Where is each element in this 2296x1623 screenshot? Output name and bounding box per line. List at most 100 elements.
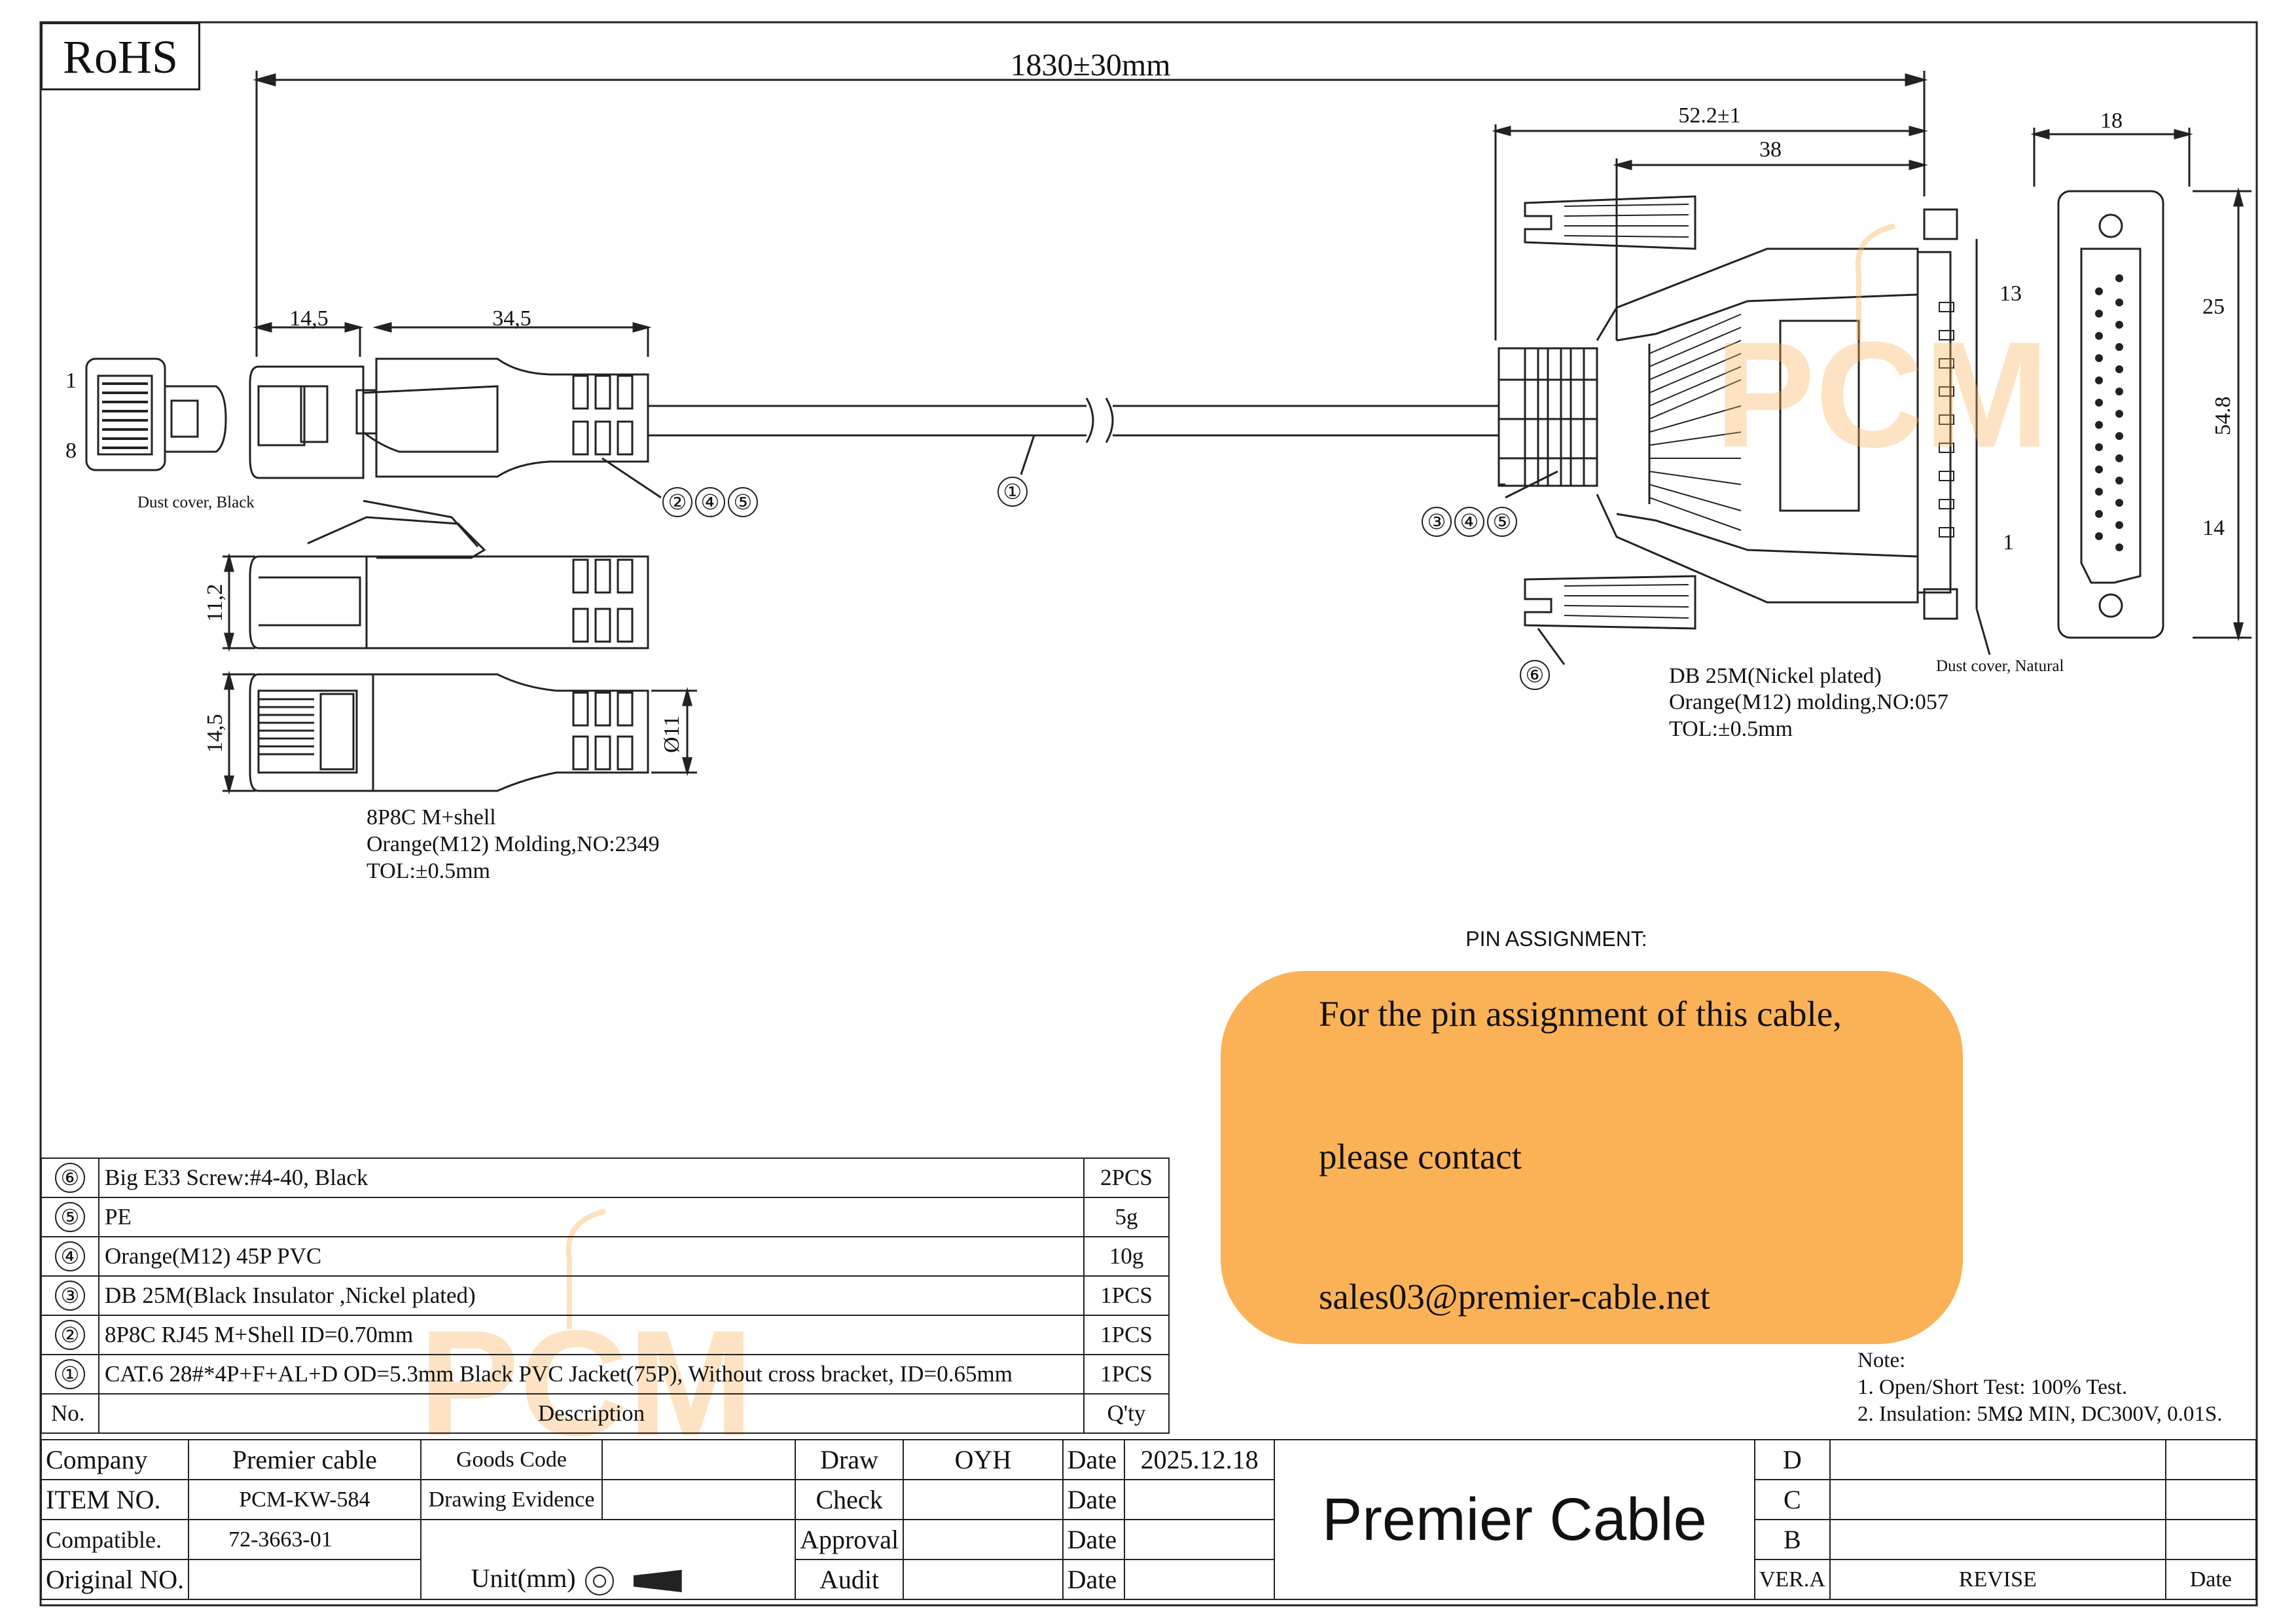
rj45-width-dim: 14,5 [203,714,227,754]
revision-d-date [2164,1439,2257,1480]
sheet-border [39,21,2258,1607]
bom-item-no: ⑥ [55,1163,85,1193]
rj45-side-view [223,500,649,652]
rj45-pin-1-label: 1 [65,369,77,393]
bom-qty: 1PCS [1083,1354,1170,1395]
bom-item-no: ④ [55,1241,85,1271]
revision-b-desc [1829,1519,2166,1560]
unit-cell: Unit(mm) [420,1559,797,1600]
bom-row: ③ DB 25M(Black Insulator ,Nickel plated)… [41,1275,1170,1316]
bom-description: Orange(M12) 45P PVC [98,1236,1085,1277]
bom-header-description: Description [98,1393,1085,1434]
rj45-end-view [85,357,227,471]
bom-qty: 2PCS [1083,1158,1170,1198]
db25-face-view [2030,128,2251,642]
bom-item-no: ② [55,1320,85,1350]
compatible-label: Compatible. [40,1519,190,1560]
revision-d-desc [1829,1439,2166,1480]
pin-assignment-line-2: please contact [1319,1137,1522,1176]
item-no-value: PCM-KW-584 [188,1479,422,1520]
date-label: Date [1062,1479,1126,1520]
date-label: Date [1062,1519,1126,1560]
rohs-mark: RoHS [41,22,200,90]
date-label: Date [1062,1439,1126,1480]
check-date [1124,1479,1275,1520]
note-2: 2. Insulation: 5MΩ MIN, DC300V, 0.01S. [1857,1402,2223,1426]
bom-description: CAT.6 28#*4P+F+AL+D OD=5.3mm Black PVC J… [98,1354,1085,1395]
bom-row: ⑤ PE 5g [41,1197,1170,1237]
rj45-diameter-dim: Ø11 [660,715,684,753]
bom-header-qty: Q'ty [1083,1393,1170,1434]
revision-b: B [1753,1519,1831,1560]
projection-trapezoid-icon [633,1569,682,1592]
bom-item-no: ③ [55,1281,85,1311]
face-top-dim: 25 [2202,295,2225,319]
check-label: Check [795,1479,905,1520]
audit-value [903,1559,1064,1600]
approval-date [1124,1519,1275,1560]
bom-header-row: No. Description Q'ty [41,1393,1170,1434]
bom-qty: 1PCS [1083,1275,1170,1316]
callout-1: ① [997,477,1028,507]
callout-2: ② [662,487,692,517]
rj45-dim-b: 34,5 [492,306,531,331]
bom-row: ④ Orange(M12) 45P PVC 10g [41,1236,1170,1277]
contact-email[interactable]: sales03@premier-cable.net [1319,1277,1710,1317]
note-title: Note: [1857,1349,1906,1372]
blank-cell [420,1519,797,1559]
revision-date-label: Date [2164,1559,2257,1600]
drawing-evidence-label: Drawing Evidence [420,1479,603,1520]
draw-value: OYH [903,1439,1064,1480]
bom-row: ② 8P8C RJ45 M+Shell ID=0.70mm 1PCS [41,1315,1170,1355]
face-width-dim: 18 [2100,109,2123,133]
bom-row: ⑥ Big E33 Screw:#4-40, Black 2PCS [41,1158,1170,1198]
bom-item-no: ① [55,1359,85,1389]
callout-4: ④ [1454,507,1484,537]
rj45-spec-line-2: Orange(M12) Molding,NO:2349 [367,832,660,856]
goods-code-value [601,1439,797,1480]
rj45-height-dim: 11,2 [203,583,227,622]
callout-4: ④ [695,487,725,517]
revision-c-date [2164,1479,2257,1520]
callout-3: ③ [1422,507,1452,537]
company-value: Premier cable [188,1439,422,1480]
version-label: VER.A [1753,1559,1831,1600]
revision-d: D [1753,1439,1831,1480]
rj45-top-view [249,322,1499,479]
pin-assignment-line-1: For the pin assignment of this cable, [1319,994,1842,1034]
dust-cover-black-label: Dust cover, Black [137,494,255,511]
overall-length-dim: 1830±30mm [1010,48,1171,82]
callout-5: ⑤ [1487,507,1517,537]
original-no-value [188,1559,421,1600]
approval-value [903,1519,1064,1560]
brand-name: Premier Cable [1273,1439,1755,1600]
db-spec-line-3: TOL:±0.5mm [1669,717,1793,741]
db-pin-13-label: 13 [2000,282,2022,306]
company-label: Company [40,1439,190,1480]
rj45-spec-line-1: 8P8C M+shell [367,805,496,830]
dust-cover-natural-label: Dust cover, Natural [1936,657,2064,675]
screw-callout: ⑥ [1520,660,1550,690]
rj45-dim-a: 14,5 [289,306,329,331]
callout-6: ⑥ [1520,660,1550,690]
bom-header-no: No. [41,1393,99,1434]
bom-description: DB 25M(Black Insulator ,Nickel plated) [98,1275,1085,1316]
rj45-spec-line-3: TOL:±0.5mm [367,859,490,883]
compatible-value: 72-3663-01 [188,1519,422,1560]
item-no-label: ITEM NO. [40,1479,190,1520]
db25-side-view [1492,124,1991,665]
bom-description: 8P8C RJ45 M+Shell ID=0.70mm [98,1315,1085,1355]
db-total-dim: 52.2±1 [1678,103,1741,128]
date-label: Date [1062,1559,1126,1600]
cable-callout: ① [997,477,1028,507]
face-height-dim: 54.8 [2211,396,2235,436]
goods-code-label: Goods Code [420,1439,603,1480]
callout-5: ⑤ [728,487,758,517]
drawing-evidence-value [601,1479,797,1520]
pin-assignment-box: For the pin assignment of this cable, pl… [1221,971,1963,1344]
bom-description: Big E33 Screw:#4-40, Black [98,1158,1085,1198]
